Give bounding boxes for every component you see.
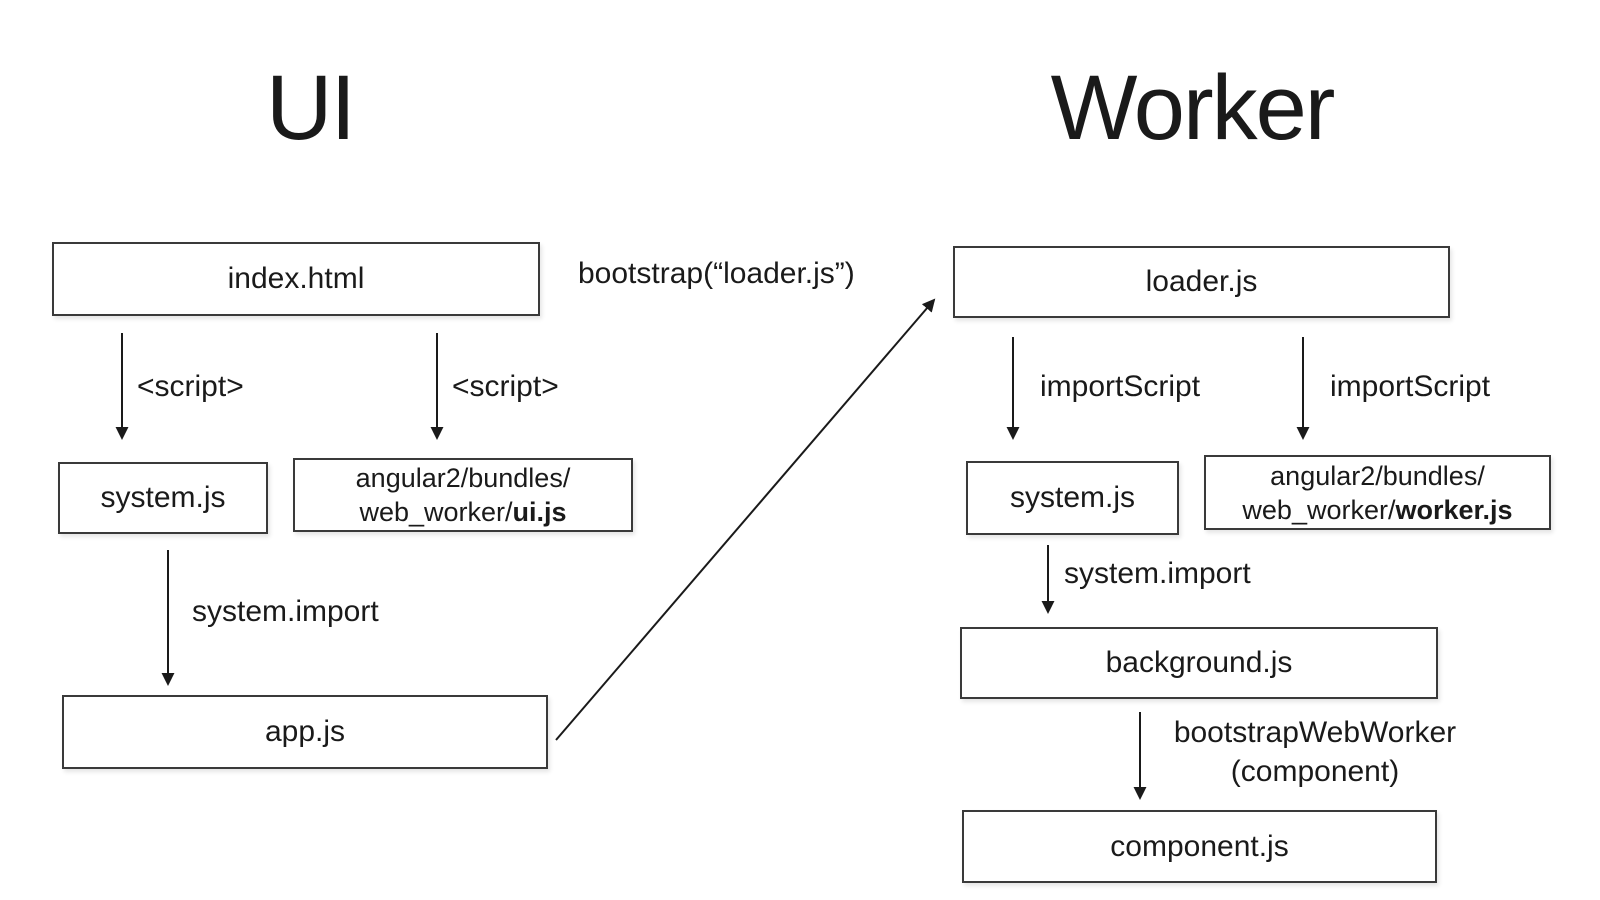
index-html-label: index.html [227,262,365,295]
background-js-box: background.js [960,627,1438,699]
index-html-box: index.html [52,242,540,316]
worker-bundle-line2: web_worker/worker.js [1242,493,1512,527]
ui-system-import-label: system.import [192,595,379,628]
worker-system-import-label: system.import [1064,557,1251,590]
bootstrap-call-label: bootstrap(“loader.js”) [578,257,855,290]
app-js-box: app.js [62,695,548,769]
ui-system-js-label: system.js [100,481,226,514]
component-js-label: component.js [1110,829,1289,863]
bootstrap-web-worker-line2: (component) [1230,755,1400,788]
ui-bundle-line2: web_worker/ui.js [359,495,566,529]
ui-bundle-path: angular2/bundles/ [355,463,571,493]
worker-bundle-line1: angular2/bundles/ [1270,459,1485,493]
import-script-label-left: importScript [1040,370,1201,403]
ui-section-title: UI [266,57,356,159]
worker-bundle-path-prefix: web_worker/ [1242,494,1396,525]
ui-bundle-line1: angular2/bundles/ [356,461,571,495]
loader-js-label: loader.js [1145,265,1258,298]
background-js-label: background.js [1105,646,1293,679]
loader-js-box: loader.js [953,246,1450,318]
worker-system-js-box: system.js [966,461,1179,535]
worker-section-title: Worker [1050,57,1336,159]
ui-bundle-file: ui.js [512,497,567,527]
bootstrap-web-worker-line1: bootstrapWebWorker [1173,716,1457,749]
worker-bundle-path: angular2/bundles/ [1270,460,1485,491]
bootstrap-web-worker-label: bootstrapWebWorker (component) [1150,713,1480,791]
worker-system-js-label: system.js [1009,481,1135,514]
ui-bundle-path-prefix: web_worker/ [359,497,513,527]
import-script-label-right: importScript [1330,370,1491,403]
ui-system-js-box: system.js [58,462,268,534]
script-tag-label-left: <script> [137,370,244,403]
component-js-box: component.js [962,810,1437,883]
script-tag-label-right: <script> [452,370,559,403]
app-js-label: app.js [264,715,346,748]
worker-bundle-file: worker.js [1395,494,1513,525]
ui-bundle-box: angular2/bundles/ web_worker/ui.js [293,458,633,532]
worker-bundle-box: angular2/bundles/ web_worker/worker.js [1204,455,1551,530]
